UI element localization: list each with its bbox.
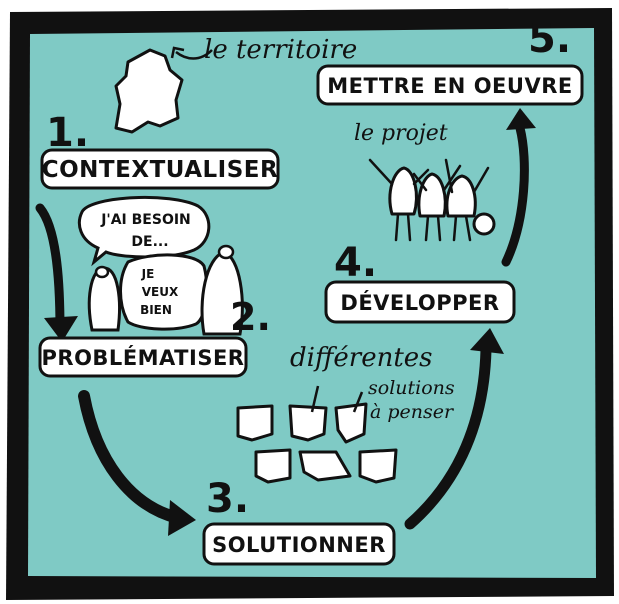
speech-need-line1: J'AI BESOIN — [100, 212, 191, 228]
territory-annotation: le territoire — [204, 35, 357, 65]
territory-map-shape — [114, 48, 184, 134]
step-5-box — [316, 64, 584, 106]
step-1-number: 1. — [46, 110, 89, 156]
step-4-box — [324, 280, 516, 324]
territory-pointer-arrow — [175, 49, 213, 60]
people-limbs — [368, 158, 490, 242]
speech-bubble-need — [77, 195, 211, 267]
step-2-label: PROBLÉMATISER — [42, 345, 245, 370]
arrow-step4-to-step5 — [501, 123, 529, 267]
solutions-annotation-line2: solutions — [368, 377, 455, 399]
sticky-note — [288, 404, 328, 442]
pointer-arrow — [352, 391, 364, 413]
arrow-step3-to-step4 — [404, 344, 492, 530]
sticky-notes-group — [236, 402, 398, 484]
step-3-label: SOLUTIONNER — [212, 533, 386, 557]
project-annotation: le projet — [354, 121, 448, 146]
solutions-annotation-line1: différentes — [290, 343, 433, 373]
step-1-label: CONTEXTUALISER — [42, 157, 278, 183]
step-4-number: 4. — [334, 240, 377, 286]
speech-want-line2: VEUX — [142, 285, 179, 299]
speech-want-line3: BIEN — [140, 303, 172, 317]
sticky-note — [334, 402, 368, 444]
step-3-number: 3. — [206, 476, 249, 522]
sticky-note — [298, 450, 352, 482]
sticky-note — [254, 448, 292, 484]
step-3-box — [202, 522, 396, 566]
arrow-step1-to-step2 — [35, 203, 65, 335]
arrow-step2-to-step3 — [78, 390, 184, 524]
solutions-annotation-line3: à penser — [370, 401, 455, 423]
speech-need-line2: DE... — [131, 234, 168, 250]
step-2-number: 2. — [230, 295, 271, 339]
step-5-number: 5. — [528, 16, 571, 62]
step-1-box — [40, 148, 280, 190]
speech-bubble-want — [119, 253, 209, 331]
sticky-note — [358, 448, 398, 484]
speech-want-line1: JE — [141, 267, 155, 281]
people-group-illustration — [388, 166, 496, 236]
step-5-label: METTRE EN OEUVRE — [327, 74, 572, 98]
step-2-box — [38, 336, 248, 378]
sticky-note — [236, 404, 274, 442]
step-4-label: DÉVELOPPER — [340, 290, 499, 315]
pointer-arrow — [310, 385, 320, 413]
